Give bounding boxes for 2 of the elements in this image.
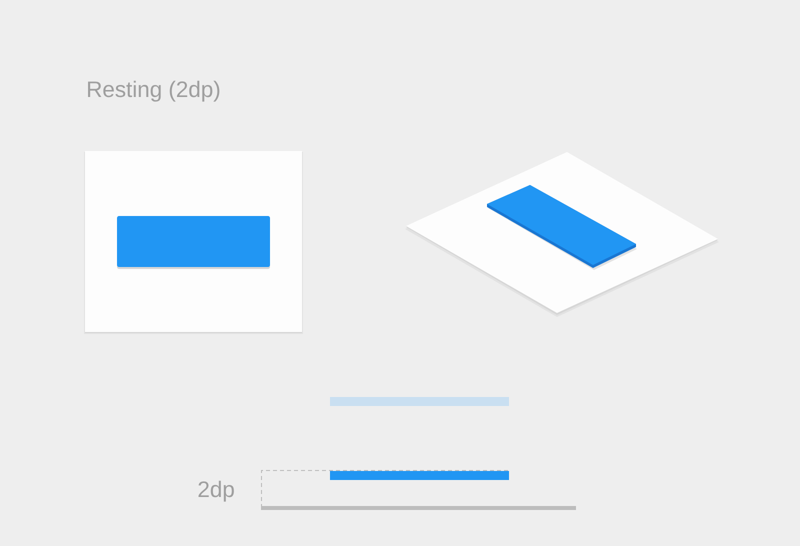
dimension-label: 2dp	[198, 480, 234, 502]
heading: Resting (2dp)	[88, 80, 220, 102]
